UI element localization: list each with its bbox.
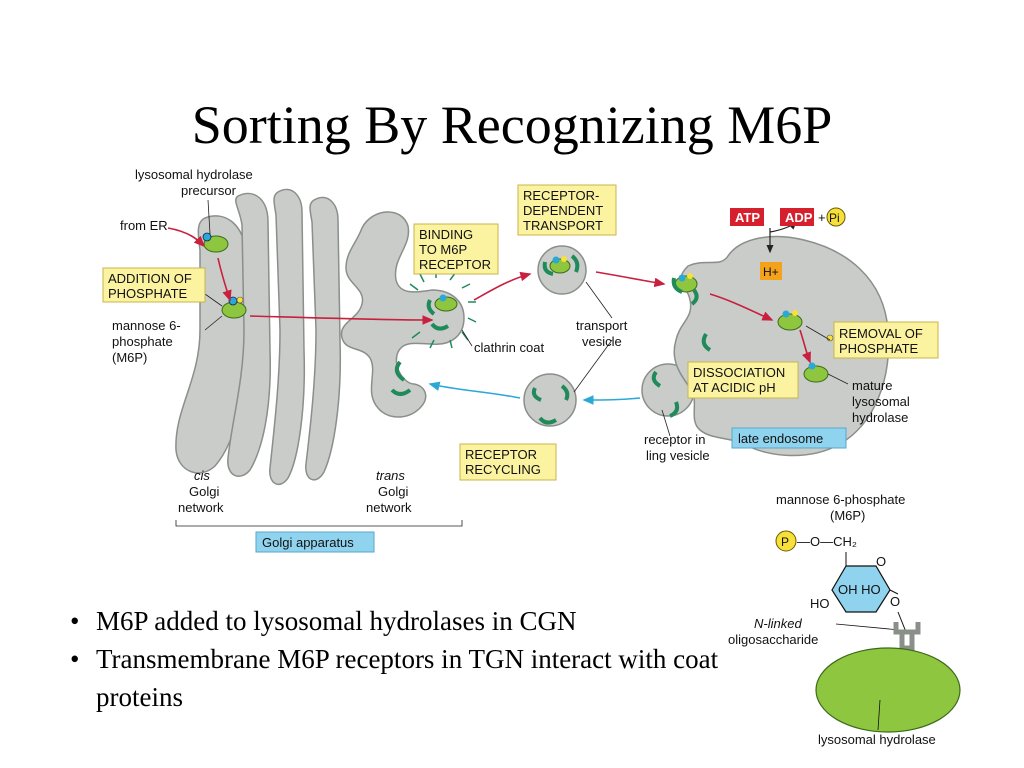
bullet-item: M6P added to lysosomal hydrolases in CGN <box>70 602 750 640</box>
svg-text:lysosomal: lysosomal <box>852 394 910 409</box>
diagram-labels: lysosomal hydrolase precursor from ER ma… <box>112 167 910 515</box>
svg-text:Golgi: Golgi <box>378 484 408 499</box>
tag-removal-of-phosphate: REMOVAL OF PHOSPHATE <box>833 321 939 359</box>
svg-text:TRANSPORT: TRANSPORT <box>523 218 603 233</box>
svg-text:transport: transport <box>576 318 628 333</box>
tag-dissociation-at-acidic-ph: DISSOCIATION AT ACIDIC pH <box>687 361 799 399</box>
svg-text:receptor in: receptor in <box>644 432 705 447</box>
svg-text:mature: mature <box>852 378 892 393</box>
svg-text:precursor: precursor <box>181 183 237 198</box>
svg-text:PHOSPHATE: PHOSPHATE <box>839 341 919 356</box>
svg-text:lysosomal hydrolase: lysosomal hydrolase <box>135 167 253 182</box>
svg-text:HO: HO <box>810 596 830 611</box>
bullet-item: Transmembrane M6P receptors in TGN inter… <box>70 640 750 716</box>
svg-text:Golgi: Golgi <box>189 484 219 499</box>
svg-text:—O—CH₂: —O—CH₂ <box>797 534 857 549</box>
bullet-list: M6P added to lysosomal hydrolases in CGN… <box>70 602 750 716</box>
cisterna-4 <box>305 196 342 481</box>
svg-text:ling vesicle: ling vesicle <box>646 448 710 463</box>
tag-golgi-apparatus: Golgi apparatus <box>255 531 375 553</box>
late-endosome <box>673 235 890 457</box>
svg-text:network: network <box>178 500 224 515</box>
svg-text:AT ACIDIC pH: AT ACIDIC pH <box>693 380 776 395</box>
svg-text:mannose 6-phosphate: mannose 6-phosphate <box>776 492 905 507</box>
svg-text:RECEPTOR: RECEPTOR <box>465 447 537 462</box>
svg-text:O: O <box>890 594 900 609</box>
tag-late-endosome: late endosome <box>731 427 847 449</box>
svg-text:ADDITION OF: ADDITION OF <box>108 271 192 286</box>
svg-text:late endosome: late endosome <box>738 431 823 446</box>
svg-text:DISSOCIATION: DISSOCIATION <box>693 365 785 380</box>
svg-text:from ER: from ER <box>120 218 168 233</box>
svg-text:H+: H+ <box>763 265 779 279</box>
svg-text:OH HO: OH HO <box>838 582 881 597</box>
svg-text:trans: trans <box>376 468 405 483</box>
svg-text:network: network <box>366 500 412 515</box>
trans-golgi-network <box>340 211 465 418</box>
svg-text:TO M6P: TO M6P <box>419 242 467 257</box>
svg-text:BINDING: BINDING <box>419 227 473 242</box>
tag-binding-to-m6p-receptor: BINDING TO M6P RECEPTOR <box>413 223 499 275</box>
sugar-ring <box>831 565 891 613</box>
svg-text:+: + <box>818 210 826 225</box>
svg-text:RECEPTOR: RECEPTOR <box>419 257 491 272</box>
svg-text:ADP: ADP <box>785 210 813 225</box>
svg-text:vesicle: vesicle <box>582 334 622 349</box>
atp-hydrolysis: ATP ADP + Pi H+ <box>730 207 846 280</box>
cisterna-3 <box>269 188 306 486</box>
svg-text:RECEPTOR-: RECEPTOR- <box>523 188 599 203</box>
svg-text:ATP: ATP <box>735 210 760 225</box>
svg-text:cis: cis <box>194 468 210 483</box>
leader-lines <box>204 199 849 437</box>
svg-text:RECYCLING: RECYCLING <box>465 462 541 477</box>
svg-text:O: O <box>876 554 886 569</box>
lysosomal-hydrolase-blob <box>815 647 961 733</box>
svg-text:(M6P): (M6P) <box>112 350 147 365</box>
tag-receptor-dependent-transport: RECEPTOR- DEPENDENT TRANSPORT <box>517 184 617 236</box>
svg-text:DEPENDENT: DEPENDENT <box>523 203 603 218</box>
svg-text:phosphate: phosphate <box>112 334 173 349</box>
svg-text:P: P <box>781 535 789 549</box>
svg-text:Golgi apparatus: Golgi apparatus <box>262 535 354 550</box>
tag-addition-of-phosphate: ADDITION OF PHOSPHATE <box>102 267 206 303</box>
svg-text:hydrolase: hydrolase <box>852 410 908 425</box>
m6p-structure-inset: mannose 6-phosphate (M6P) P —O—CH₂ O OH … <box>728 492 961 747</box>
svg-text:lysosomal hydrolase: lysosomal hydrolase <box>818 732 936 747</box>
svg-text:mannose 6-: mannose 6- <box>112 318 181 333</box>
tag-receptor-recycling: RECEPTOR RECYCLING <box>459 443 557 481</box>
slide-title: Sorting By Recognizing M6P <box>191 95 833 155</box>
golgi-bracket <box>175 520 463 527</box>
svg-text:clathrin coat: clathrin coat <box>474 340 544 355</box>
golgi-proteins <box>202 232 458 396</box>
svg-text:Pi: Pi <box>829 211 840 225</box>
svg-text:PHOSPHATE: PHOSPHATE <box>108 286 188 301</box>
svg-text:(M6P): (M6P) <box>830 508 865 523</box>
pathway-arrows <box>167 221 811 405</box>
cisterna-2 <box>227 192 272 477</box>
svg-text:oligosaccharide: oligosaccharide <box>728 632 818 647</box>
svg-text:N-linked: N-linked <box>754 616 802 631</box>
svg-text:REMOVAL OF: REMOVAL OF <box>839 326 923 341</box>
